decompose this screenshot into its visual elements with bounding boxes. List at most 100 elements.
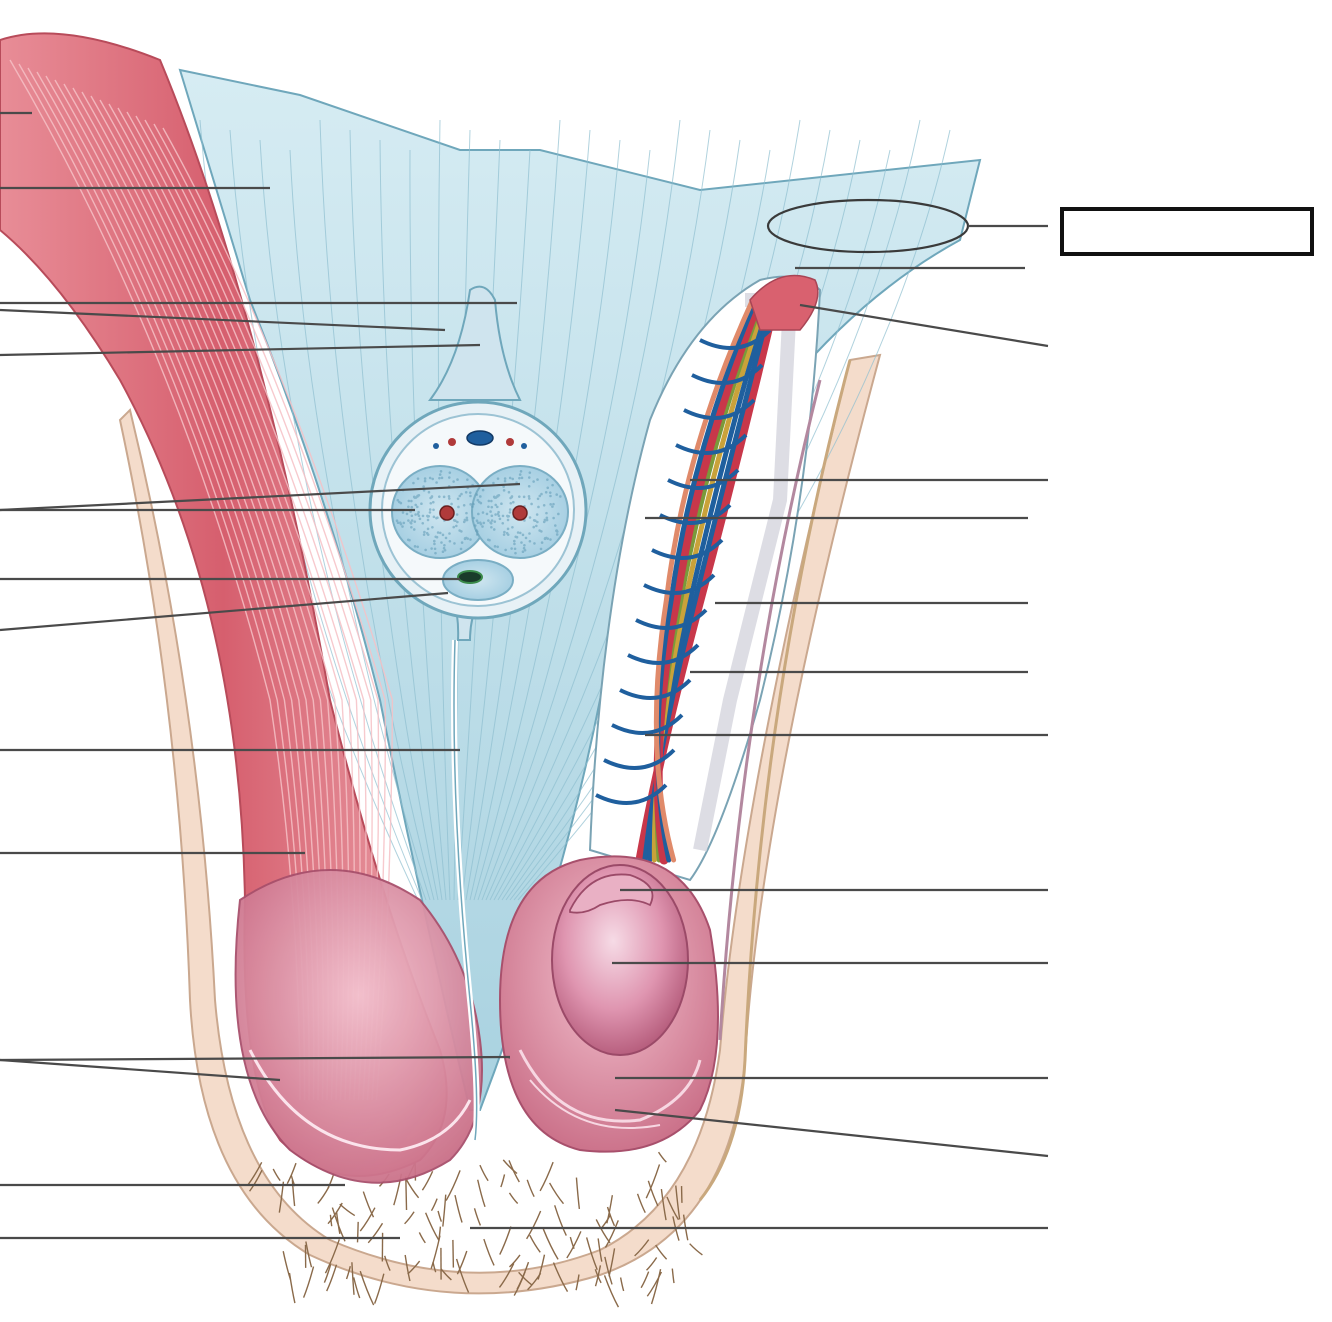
hair-strand bbox=[477, 1179, 486, 1208]
texture-dot bbox=[479, 495, 482, 498]
hair-strand bbox=[445, 1170, 461, 1201]
texture-dot bbox=[443, 548, 447, 552]
hair-strand bbox=[650, 1269, 662, 1305]
texture-dot bbox=[412, 528, 416, 531]
texture-dot bbox=[421, 514, 425, 518]
texture-dot bbox=[432, 508, 435, 512]
texture-dot bbox=[527, 485, 531, 488]
hair-strand bbox=[324, 1239, 340, 1274]
texture-dot bbox=[463, 518, 467, 522]
texture-dot bbox=[442, 495, 446, 499]
texture-dot bbox=[490, 499, 493, 503]
texture-dot bbox=[452, 480, 455, 483]
pampiniform-plexus-loop bbox=[603, 748, 676, 770]
texture-dot bbox=[496, 477, 500, 480]
texture-dot bbox=[545, 516, 549, 520]
texture-dot bbox=[490, 519, 494, 522]
texture-dot bbox=[410, 514, 414, 518]
texture-dot bbox=[447, 495, 451, 498]
texture-dot bbox=[431, 500, 435, 504]
texture-dot bbox=[469, 494, 472, 498]
leader-line bbox=[0, 308, 446, 332]
texture-dot bbox=[475, 533, 479, 536]
texture-dot bbox=[396, 521, 400, 525]
texture-dot bbox=[432, 515, 436, 519]
texture-dot bbox=[557, 512, 560, 516]
hair-strand bbox=[575, 1274, 580, 1291]
texture-dot bbox=[408, 538, 411, 542]
texture-dot bbox=[416, 512, 420, 516]
texture-dot bbox=[455, 524, 458, 528]
texture-dot bbox=[494, 503, 498, 507]
leader-line bbox=[614, 1108, 1049, 1158]
texture-dot bbox=[507, 490, 511, 494]
texture-dot bbox=[482, 521, 486, 525]
texture-dot bbox=[521, 550, 525, 553]
texture-dot bbox=[503, 479, 507, 483]
texture-dot bbox=[510, 495, 514, 498]
texture-dot bbox=[432, 539, 436, 543]
hair-strand bbox=[526, 1210, 542, 1240]
label-answer-box[interactable] bbox=[1060, 207, 1314, 256]
texture-dot bbox=[423, 530, 426, 534]
texture-dot bbox=[537, 505, 540, 509]
texture-dot bbox=[490, 525, 493, 529]
hair-strand bbox=[594, 1265, 602, 1287]
texture-dot bbox=[455, 513, 459, 516]
texture-dot bbox=[494, 513, 497, 516]
hair-strand bbox=[430, 1198, 438, 1212]
hair-strand bbox=[597, 1238, 603, 1262]
texture-dot bbox=[452, 518, 456, 522]
label-leader-lines bbox=[0, 111, 1049, 1240]
texture-dot bbox=[438, 531, 442, 535]
texture-dot bbox=[463, 536, 467, 540]
pampiniform-plexus-loop bbox=[651, 538, 724, 560]
texture-dot bbox=[519, 470, 523, 473]
texture-dot bbox=[542, 503, 546, 507]
hair-strand bbox=[421, 1170, 434, 1191]
hair-strand bbox=[601, 1215, 611, 1229]
hair-strand bbox=[424, 1212, 440, 1242]
texture-dot bbox=[518, 531, 522, 535]
texture-dot bbox=[487, 505, 490, 509]
texture-dot bbox=[512, 539, 516, 543]
fascia-fiber bbox=[319, 119, 435, 901]
texture-dot bbox=[552, 516, 555, 520]
hair-strand bbox=[404, 1211, 415, 1225]
texture-dot bbox=[434, 535, 438, 539]
texture-dot bbox=[530, 502, 533, 506]
hair-strand bbox=[246, 1162, 263, 1186]
texture-dot bbox=[425, 531, 429, 535]
muscle-fibers bbox=[9, 59, 394, 1101]
texture-dot bbox=[441, 533, 445, 537]
hair-strand bbox=[647, 1180, 659, 1207]
texture-dot bbox=[472, 502, 475, 506]
texture-dot bbox=[546, 486, 550, 490]
texture-dot bbox=[475, 519, 479, 522]
texture-dot bbox=[460, 541, 464, 544]
texture-dot bbox=[417, 493, 421, 497]
hair-strand bbox=[356, 1221, 359, 1243]
texture-dot bbox=[410, 499, 413, 503]
texture-dot bbox=[430, 547, 433, 550]
texture-dot bbox=[489, 521, 493, 525]
texture-dot bbox=[500, 502, 503, 506]
fascia-fiber bbox=[477, 149, 651, 901]
texture-dot bbox=[401, 511, 405, 514]
texture-dot bbox=[536, 520, 539, 524]
texture-dot bbox=[536, 478, 539, 481]
texture-dot bbox=[528, 532, 531, 535]
pampiniform-plexus-loop bbox=[683, 398, 756, 420]
texture-dot bbox=[457, 505, 460, 509]
texture-dot bbox=[516, 531, 520, 534]
texture-dot bbox=[514, 551, 517, 555]
texture-dot bbox=[412, 481, 415, 485]
texture-dot bbox=[528, 516, 532, 519]
hair-strand bbox=[537, 1254, 546, 1280]
texture-dot bbox=[475, 493, 479, 496]
hair-strand bbox=[305, 1241, 313, 1268]
testis bbox=[551, 864, 689, 1056]
texture-dot bbox=[448, 539, 452, 543]
texture-dot bbox=[501, 521, 505, 525]
